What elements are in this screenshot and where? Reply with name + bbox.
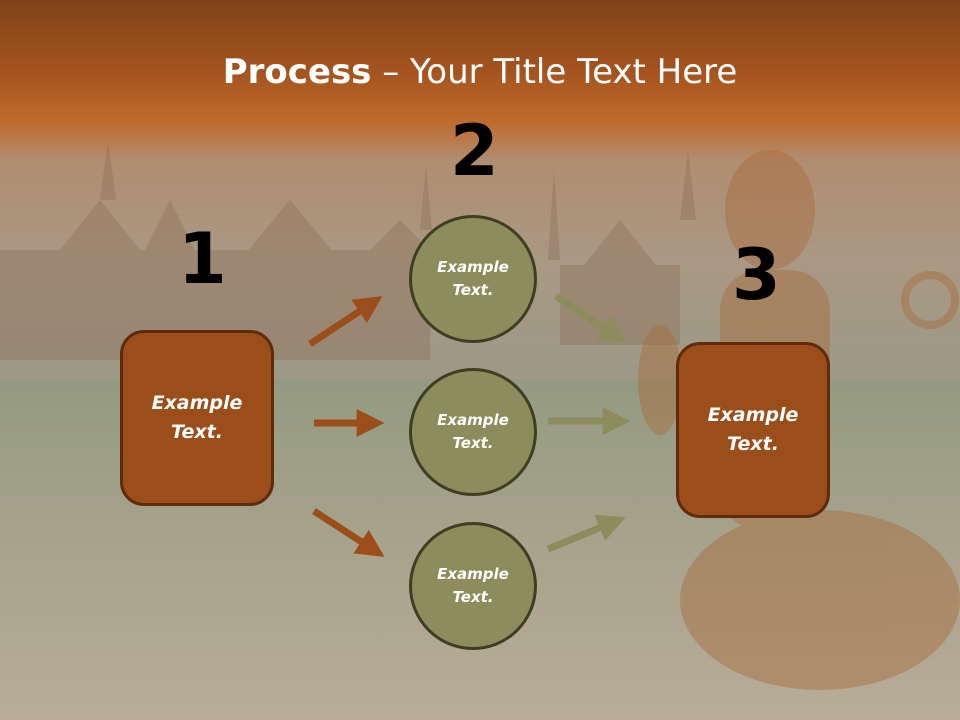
- step-number-1: 1: [178, 218, 227, 300]
- right-process-box: Example Text.: [676, 342, 830, 518]
- left-process-box: Example Text.: [120, 330, 274, 506]
- middle-circle-top: Example Text.: [409, 215, 537, 343]
- slide-title: Process – Your Title Text Here: [0, 52, 960, 92]
- middle-circle-middle-label: Example Text.: [437, 411, 509, 452]
- middle-circle-top-label: Example Text.: [437, 258, 509, 299]
- arrow-left-top: [308, 296, 383, 347]
- title-rest: – Your Title Text Here: [371, 52, 738, 92]
- right-box-label: Example Text.: [707, 404, 799, 455]
- step-number-2: 2: [450, 110, 499, 192]
- middle-circle-bottom-label: Example Text.: [437, 565, 509, 606]
- left-box-label: Example Text.: [151, 392, 243, 443]
- header-band: [0, 0, 960, 160]
- middle-circle-middle: Example Text.: [409, 368, 537, 496]
- arrow-right-bottom: [546, 514, 626, 553]
- step-number-3: 3: [732, 234, 781, 316]
- title-bold: Process: [222, 52, 372, 92]
- arrow-right-top: [554, 293, 627, 343]
- middle-circle-bottom: Example Text.: [409, 522, 537, 650]
- arrow-left-bottom: [312, 508, 385, 557]
